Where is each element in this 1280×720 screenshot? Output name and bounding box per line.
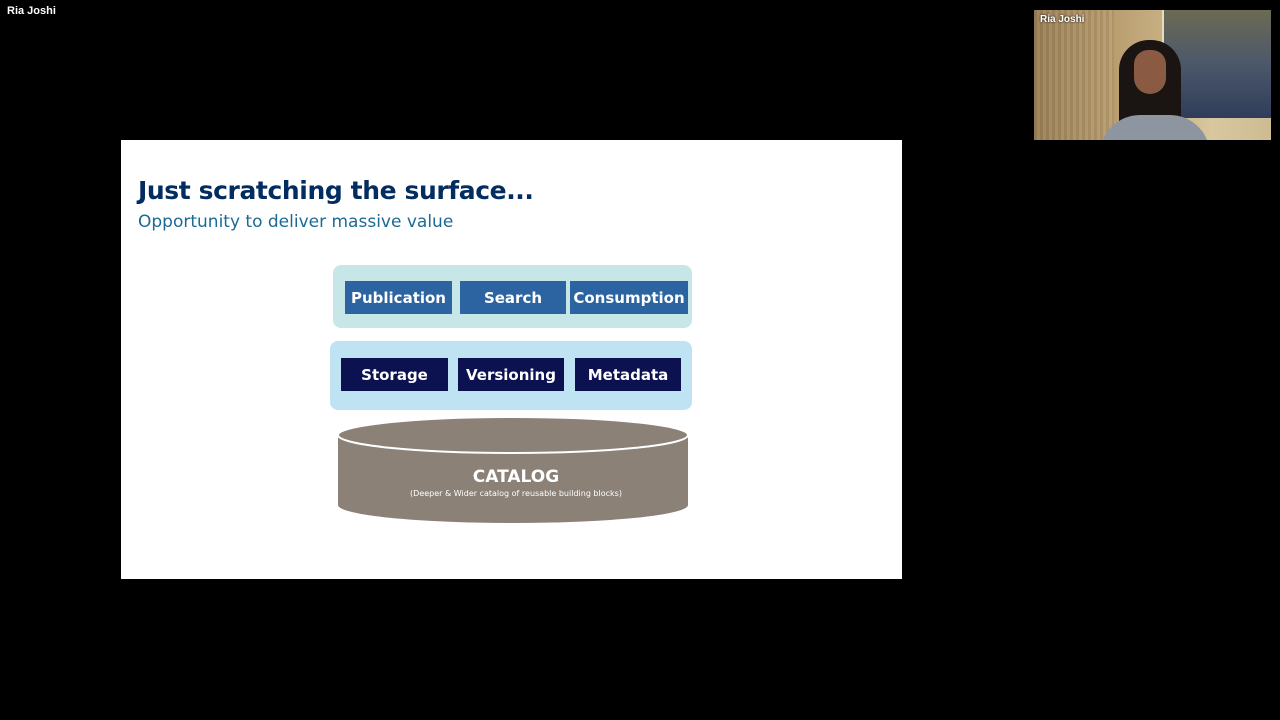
catalog-cylinder: CATALOG (Deeper & Wider catalog of reusa… (336, 415, 690, 527)
shared-slide: Just scratching the surface... Opportuni… (121, 140, 902, 579)
publication-box: Publication (345, 281, 452, 314)
presenter-name-label: Ria Joshi (7, 5, 56, 17)
storage-box: Storage (341, 358, 448, 391)
participant-name-label: Ria Joshi (1040, 14, 1085, 25)
consumption-box: Consumption (570, 281, 688, 314)
catalog-label: CATALOG (472, 467, 560, 487)
services-layer: Publication Search Consumption (333, 265, 692, 328)
metadata-box: Metadata (575, 358, 681, 391)
participant-video-tile[interactable]: Ria Joshi (1034, 10, 1271, 140)
catalog-sublabel: (Deeper & Wider catalog of reusable buil… (410, 489, 622, 498)
database-cylinder-icon (337, 416, 689, 523)
slide-title: Just scratching the surface... (138, 176, 534, 205)
slide-subtitle: Opportunity to deliver massive value (138, 212, 454, 232)
search-box: Search (460, 281, 566, 314)
versioning-box: Versioning (458, 358, 564, 391)
core-layer: Storage Versioning Metadata (330, 341, 692, 410)
wall-poster (1164, 10, 1271, 118)
